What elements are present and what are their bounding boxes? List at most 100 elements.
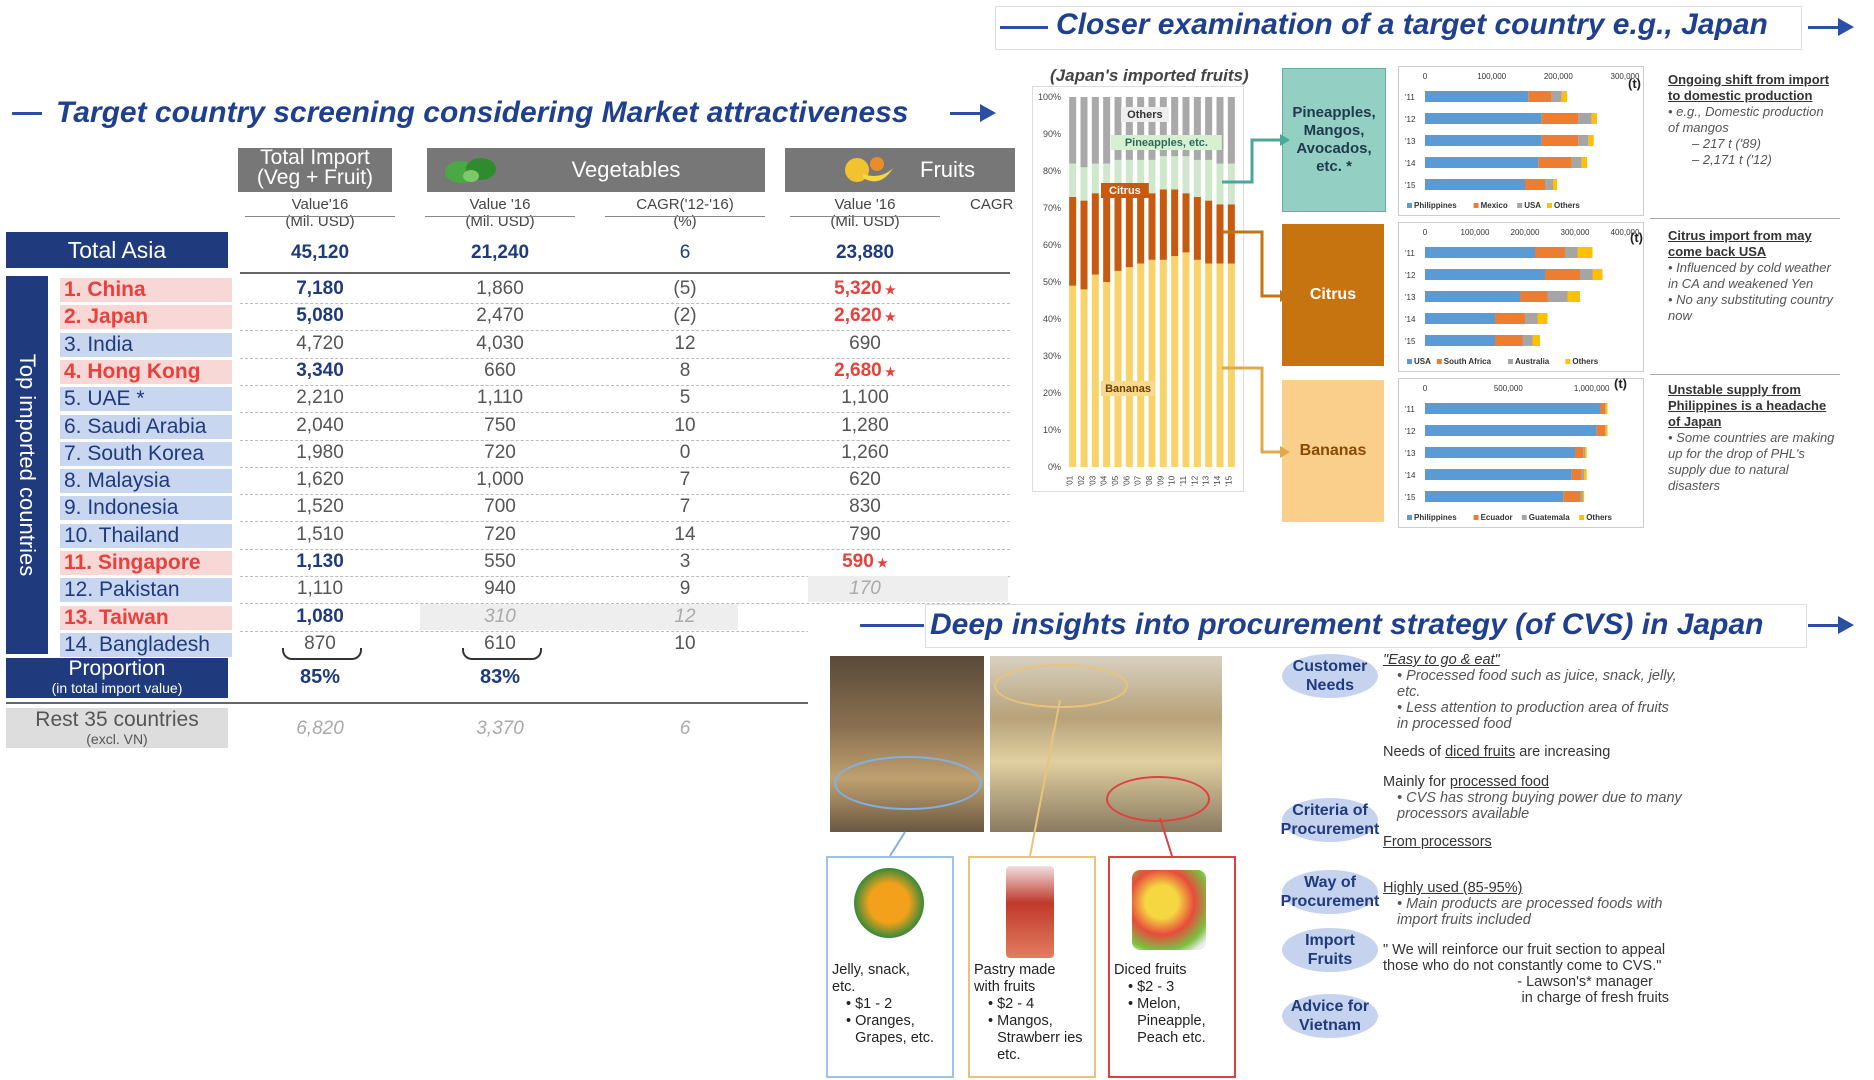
country-fruit: 1,280 [841,415,889,436]
oval-3: Import Fruits [1282,928,1378,972]
hbar-segment [1580,491,1583,502]
hbar-segment [1520,291,1548,302]
country-name: 12. Pakistan [60,578,232,602]
hbar-segment [1605,403,1606,414]
hbar-segment [1538,157,1572,168]
x-tick-label: 1,000,000 [1574,384,1610,393]
country-veg: 700 [484,496,516,517]
x-tick-label: 500,000 [1494,384,1523,393]
country-veg: 310 [484,606,516,627]
hbar-segment [1537,313,1548,324]
needs-text: "Easy to go & eat" • Processed food such… [1383,652,1677,732]
x-tick-label: 200,000 [1544,72,1573,81]
proportion-label: Proportion (in total import value) [6,658,228,698]
hbar-segment [1425,491,1564,502]
stack-bar-segment [1091,97,1099,164]
product-pastry-box [968,856,1096,1078]
hbar-segment [1495,335,1523,346]
country-total: 1,110 [296,578,344,599]
country-total: 2,210 [296,387,344,408]
hbar-segment [1425,447,1575,458]
stack-bar-segment [1182,156,1190,194]
stack-bar-segment [1182,193,1190,253]
y-tick-label: 60% [1043,240,1061,250]
x-tick-label: '02 [1077,475,1086,486]
product-desc: Diced fruits • $2 - 3 • Melon, Pineapple… [1114,962,1206,1046]
stack-bar-segment [1125,267,1133,467]
x-tick-label: '11 [1179,476,1188,486]
stack-label: Bananas [1105,383,1151,395]
country-total: 5,080 [296,305,344,326]
country-cagr: 10 [674,415,696,436]
stack-bar-segment [1159,156,1167,190]
stack-bar-segment [1137,263,1145,467]
rest-label: Rest 35 countries (excl. VN) [6,708,228,748]
japan-stacked-chart: 0%10%20%30%40%50%60%70%80%90%100%'01'02'… [1032,86,1244,492]
country-total: 7,180 [296,278,344,299]
hbar-segment [1545,179,1553,190]
diced-needs-text: Needs of diced fruits are increasing [1383,744,1611,760]
stack-bar-segment [1182,252,1190,467]
hbar-segment [1600,403,1605,414]
country-name: 7. South Korea [60,442,232,466]
country-name: 6. Saudi Arabia [60,415,232,439]
oval-2: Way of Procurement [1281,870,1379,914]
sub-total-value: Value'16(Mil. USD) [285,196,355,230]
category-label: '12 [1405,271,1416,280]
country-veg: 940 [484,578,516,599]
x-tick-label: '15 [1224,475,1233,486]
y-tick-label: 0% [1048,462,1061,472]
country-veg: 720 [484,524,516,545]
stack-bar-segment [1103,196,1111,282]
stack-bar-segment [1103,282,1111,467]
diced-fruit-image [1132,870,1206,950]
advice-text: " We will reinforce our fruit section to… [1383,942,1669,1006]
x-tick-label: '07 [1134,475,1143,486]
hbar-segment [1425,469,1572,480]
country-name: 13. Taiwan [60,606,232,630]
country-total: 1,520 [296,496,344,517]
col-vegetables: Vegetables [427,148,765,192]
country-veg: 1,860 [476,278,524,299]
stack-bar-segment [1205,97,1213,160]
country-name: 4. Hong Kong [60,360,232,384]
hbar-segment [1584,469,1587,480]
hbar-segment [1425,291,1520,302]
stack-bar-segment [1103,163,1111,197]
category-label: '14 [1405,471,1416,480]
way-text: From processors [1383,834,1492,850]
stack-bar-segment [1216,204,1224,264]
country-name: 3. India [60,333,232,357]
country-veg: 660 [484,360,516,381]
right-bottom-title: Deep insights into procurement strategy … [930,608,1764,641]
legend-label: Others [1572,357,1598,366]
stack-bar-segment [1171,97,1179,157]
star-icon: ★ [881,365,896,379]
hbar-segment [1592,269,1603,280]
star-icon: ★ [881,310,896,324]
total-asia-veg: 21,240 [470,242,530,263]
stack-bar-segment [1069,196,1077,286]
stack-bar-segment [1205,263,1213,467]
country-name: 14. Bangladesh [60,633,232,657]
proportion-total: 85% [299,666,341,688]
hbar-segment [1541,135,1579,146]
x-tick-label: 0 [1423,384,1428,393]
country-cagr: (5) [673,278,697,299]
stack-bar-segment [1125,193,1133,268]
country-veg: 750 [484,415,516,436]
x-tick-label: '13 [1202,475,1211,486]
y-tick-label: 10% [1043,425,1061,435]
stack-bar-segment [1137,97,1145,160]
legend-swatch [1407,359,1412,364]
country-veg: 720 [484,442,516,463]
legend-label: Guatemala [1529,513,1570,522]
y-tick-label: 30% [1043,351,1061,361]
legend-swatch [1473,203,1479,208]
legend-label: USA [1524,201,1541,210]
hbar-segment [1495,313,1525,324]
unit-label-2: (t) [1630,230,1643,245]
country-veg: 610 [484,633,516,654]
